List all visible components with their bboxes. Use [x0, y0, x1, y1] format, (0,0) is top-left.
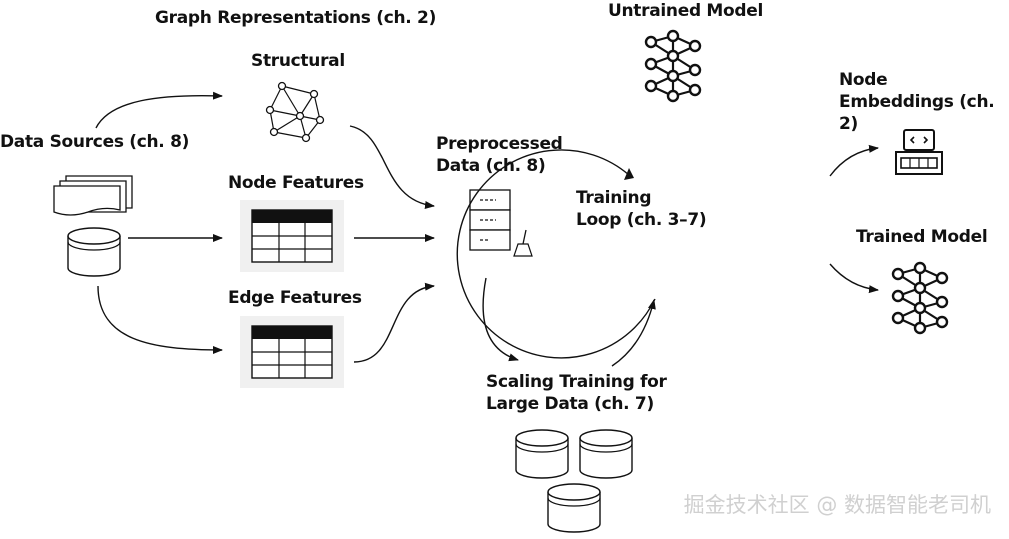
untrained-model-icon: [644, 29, 702, 103]
node-features-label: Node Features: [228, 173, 364, 193]
arrow-loop-to-trained-model: [829, 263, 879, 294]
watermark: 掘金技术社区 @ 数据智能老司机: [683, 493, 991, 517]
structural-label: Structural: [251, 51, 345, 71]
database-icon-scaling-1: [515, 429, 569, 479]
arrow-preprocessed-to-scaling: [482, 277, 519, 362]
arrow-edge-features-to-preprocessed: [353, 282, 435, 363]
arrow-loop-to-embeddings: [829, 144, 879, 177]
training-loop-label: Training Loop (ch. 3–7): [576, 188, 707, 230]
arrow-sources-to-structural: [95, 91, 223, 129]
database-icon-scaling-3: [547, 483, 601, 533]
trained-model-icon: [891, 261, 949, 335]
arrow-scaling-to-training-loop: [611, 299, 656, 367]
data-sources-label: Data Sources (ch. 8): [0, 132, 190, 152]
edge-features-table-icon: [239, 315, 345, 389]
node-features-table-icon: [239, 199, 345, 273]
database-icon: [67, 227, 121, 277]
node-embeddings-label: Node Embeddings (ch. 2): [839, 70, 995, 134]
server-icon: [469, 189, 533, 257]
scaling-training-label: Scaling Training for Large Data (ch. 7): [486, 372, 667, 414]
preprocessed-data-label: Preprocessed Data (ch. 8): [436, 134, 563, 176]
arrow-structural-to-preprocessed: [349, 125, 435, 209]
database-icon-scaling-2: [579, 429, 633, 479]
edge-features-label: Edge Features: [228, 288, 362, 308]
documents-icon: [53, 175, 133, 216]
untrained-model-label: Untrained Model: [608, 1, 764, 21]
arrow-sources-to-edge-features: [97, 285, 223, 354]
laptop-embeddings-icon: [895, 129, 943, 175]
training-loop-circle: [456, 149, 656, 359]
structural-graph-icon: [265, 81, 325, 143]
graph-representations-label: Graph Representations (ch. 2): [155, 8, 437, 28]
trained-model-label: Trained Model: [856, 227, 988, 247]
